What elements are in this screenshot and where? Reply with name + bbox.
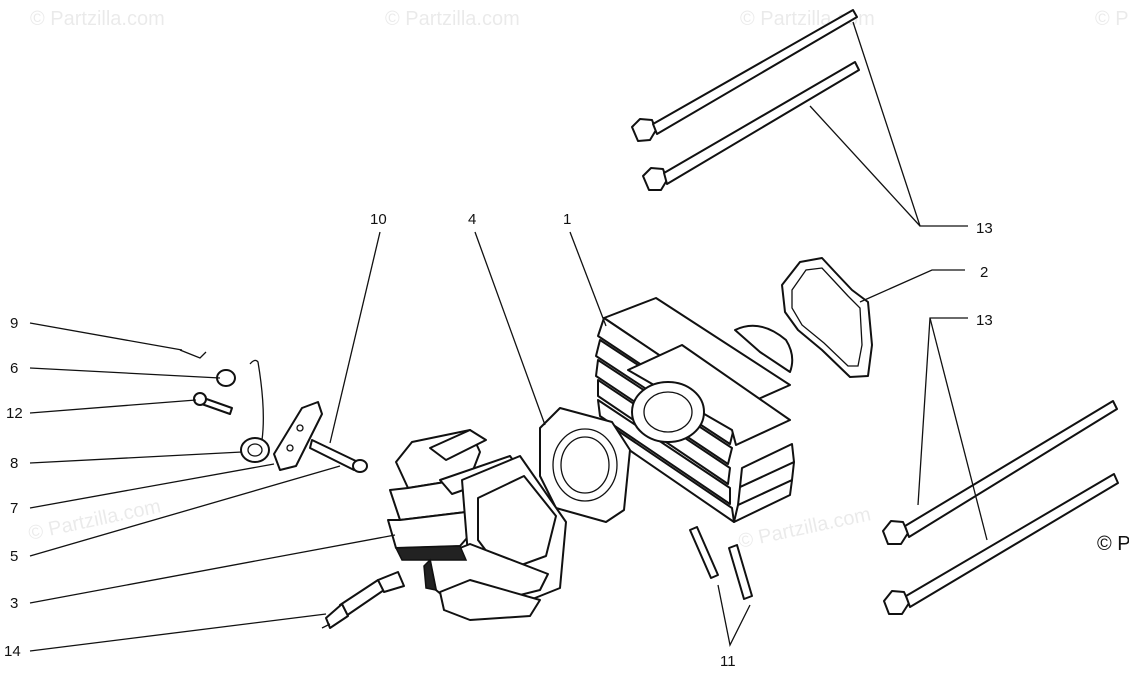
callout-9: 9 — [10, 315, 18, 332]
leader-4 — [474, 231, 546, 426]
leader-3 — [29, 534, 396, 604]
watermark: © Partzilla.com — [1095, 8, 1129, 30]
long-bolt-top-2 — [642, 61, 860, 191]
dowel-studs — [689, 526, 753, 600]
leader-5 — [29, 465, 341, 557]
long-bolt-bottom-1 — [882, 400, 1118, 545]
cylinder — [595, 297, 795, 523]
callout-12: 12 — [6, 405, 23, 422]
callout-7: 7 — [10, 500, 18, 517]
screw — [193, 392, 233, 415]
leader-7 — [29, 463, 275, 509]
callout-2: 2 — [980, 264, 988, 281]
callout-3: 3 — [10, 595, 18, 612]
callout-1: 1 — [563, 211, 571, 228]
leader-13b-2 — [929, 317, 988, 541]
callout-10: 10 — [370, 211, 387, 228]
callout-4: 4 — [468, 211, 476, 228]
leader-11 — [717, 584, 751, 647]
leader-1 — [569, 231, 607, 327]
head-gasket — [781, 257, 873, 378]
callout-labels: 1 2 3 4 5 6 7 8 9 10 11 12 13 13 14 — [4, 211, 993, 670]
leader-14 — [29, 613, 327, 652]
leader-13b — [917, 317, 968, 506]
callout-5: 5 — [10, 548, 18, 565]
leader-2 — [859, 269, 965, 303]
callout-13-top: 13 — [976, 220, 993, 237]
callout-13-bottom: 13 — [976, 312, 993, 329]
leader-9 — [29, 322, 183, 351]
callout-8: 8 — [10, 455, 18, 472]
long-bolt-top-1 — [631, 9, 858, 142]
leader-lines — [29, 21, 988, 652]
leader-13a — [852, 21, 968, 227]
leader-10 — [329, 231, 381, 444]
callout-11: 11 — [720, 653, 736, 670]
bracket — [273, 401, 323, 471]
copyright-mark: © P — [1097, 533, 1129, 555]
leader-6 — [29, 367, 221, 379]
sensor-coil — [240, 359, 270, 463]
watermark: © Partzilla.com — [385, 8, 520, 30]
leader-13a-2 — [809, 105, 921, 227]
spark-plug — [321, 571, 405, 629]
callout-14: 14 — [4, 643, 21, 660]
callout-6: 6 — [10, 360, 18, 377]
mounting-bolt — [309, 439, 368, 473]
watermark: © Partzilla.com — [30, 8, 165, 30]
clip — [179, 349, 207, 359]
long-bolt-bottom-2 — [883, 473, 1119, 615]
leader-8 — [29, 451, 243, 464]
cylinder-head — [387, 429, 567, 621]
base-gasket — [539, 407, 631, 523]
leader-12 — [29, 399, 197, 414]
